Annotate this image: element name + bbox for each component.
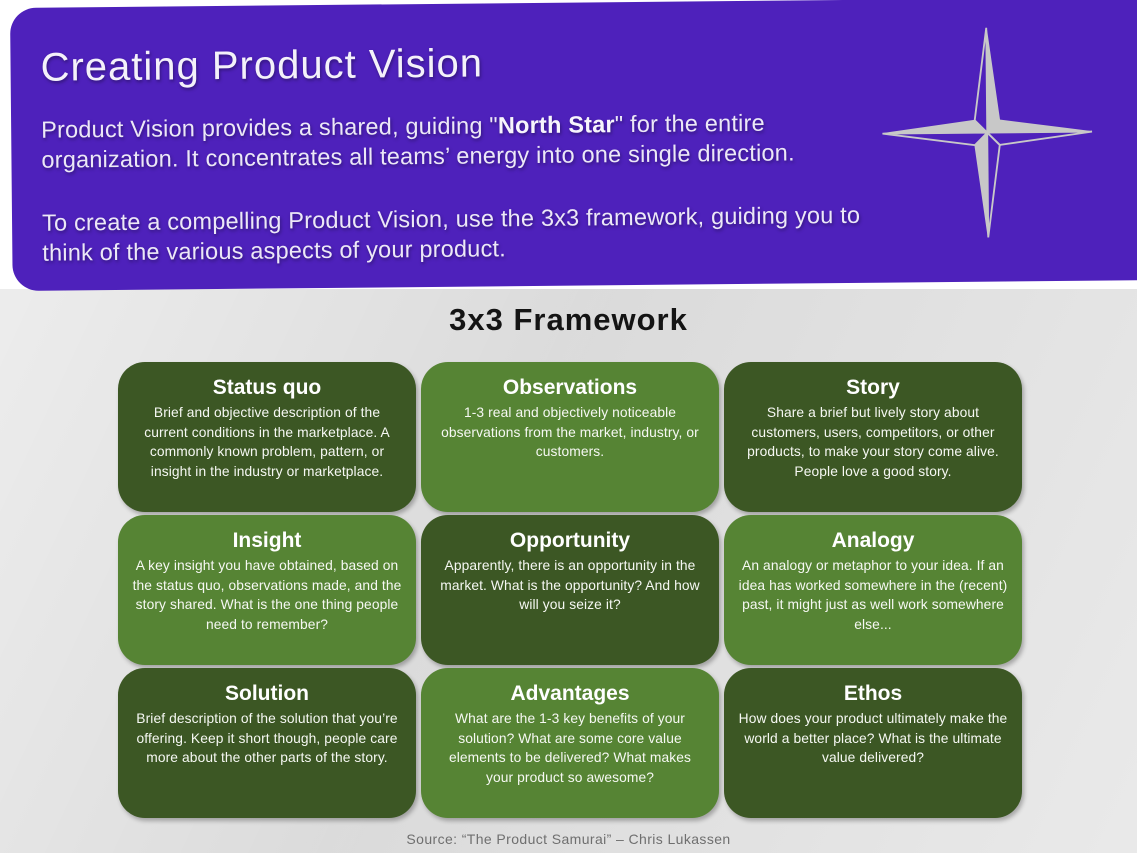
framework-grid: Status quo Brief and objective descripti… bbox=[118, 362, 1022, 818]
cell-title: Ethos bbox=[843, 682, 903, 705]
cell-title: Opportunity bbox=[509, 529, 631, 552]
header-paragraph-1: Product Vision provides a shared, guidin… bbox=[41, 107, 894, 175]
cell-description: What are the 1-3 key benefits of your so… bbox=[448, 711, 692, 785]
cell-insight: Insight A key insight you have obtained,… bbox=[118, 515, 416, 665]
cell-description: Brief description of the solution that y… bbox=[136, 711, 398, 766]
cell-description: An analogy or metaphor to your idea. If … bbox=[738, 558, 1008, 632]
header-panel: Creating Product Vision Product Vision p… bbox=[10, 0, 1137, 291]
cell-title: Solution bbox=[225, 682, 309, 705]
cell-solution: Solution Brief description of the soluti… bbox=[118, 668, 416, 818]
cell-ethos: Ethos How does your product ultimately m… bbox=[724, 668, 1022, 818]
cell-title: Status quo bbox=[212, 376, 322, 399]
cell-description: Apparently, there is an opportunity in t… bbox=[440, 558, 700, 613]
cell-title: Advantages bbox=[510, 682, 630, 705]
paragraph1-text: Product Vision provides a shared, guidin… bbox=[41, 112, 499, 143]
cell-title: Analogy bbox=[831, 529, 915, 552]
cell-description: How does your product ultimately make th… bbox=[738, 711, 1008, 766]
cell-description: 1-3 real and objectively noticeable obse… bbox=[441, 405, 699, 460]
header-paragraph-2: To create a compelling Product Vision, u… bbox=[41, 201, 861, 266]
cell-opportunity: Opportunity Apparently, there is an oppo… bbox=[421, 515, 719, 665]
cell-description: Share a brief but lively story about cus… bbox=[747, 405, 999, 479]
framework-title: 3x3 Framework bbox=[449, 302, 688, 337]
cell-advantages: Advantages What are the 1-3 key benefits… bbox=[421, 668, 719, 818]
cell-title: Observations bbox=[502, 376, 638, 399]
cell-description: Brief and objective description of the c… bbox=[144, 405, 390, 479]
source-attribution: Source: “The Product Samurai” – Chris Lu… bbox=[406, 831, 731, 847]
cell-observations: Observations 1-3 real and objectively no… bbox=[421, 362, 719, 512]
cell-analogy: Analogy An analogy or metaphor to your i… bbox=[724, 515, 1022, 665]
north-star-emphasis: North Star bbox=[497, 111, 615, 139]
cell-story: Story Share a brief but lively story abo… bbox=[724, 362, 1022, 512]
cell-description: A key insight you have obtained, based o… bbox=[132, 558, 402, 632]
cell-title: Story bbox=[846, 376, 900, 399]
cell-status-quo: Status quo Brief and objective descripti… bbox=[118, 362, 416, 512]
compass-star-icon bbox=[882, 27, 1093, 238]
cell-title: Insight bbox=[232, 529, 302, 552]
